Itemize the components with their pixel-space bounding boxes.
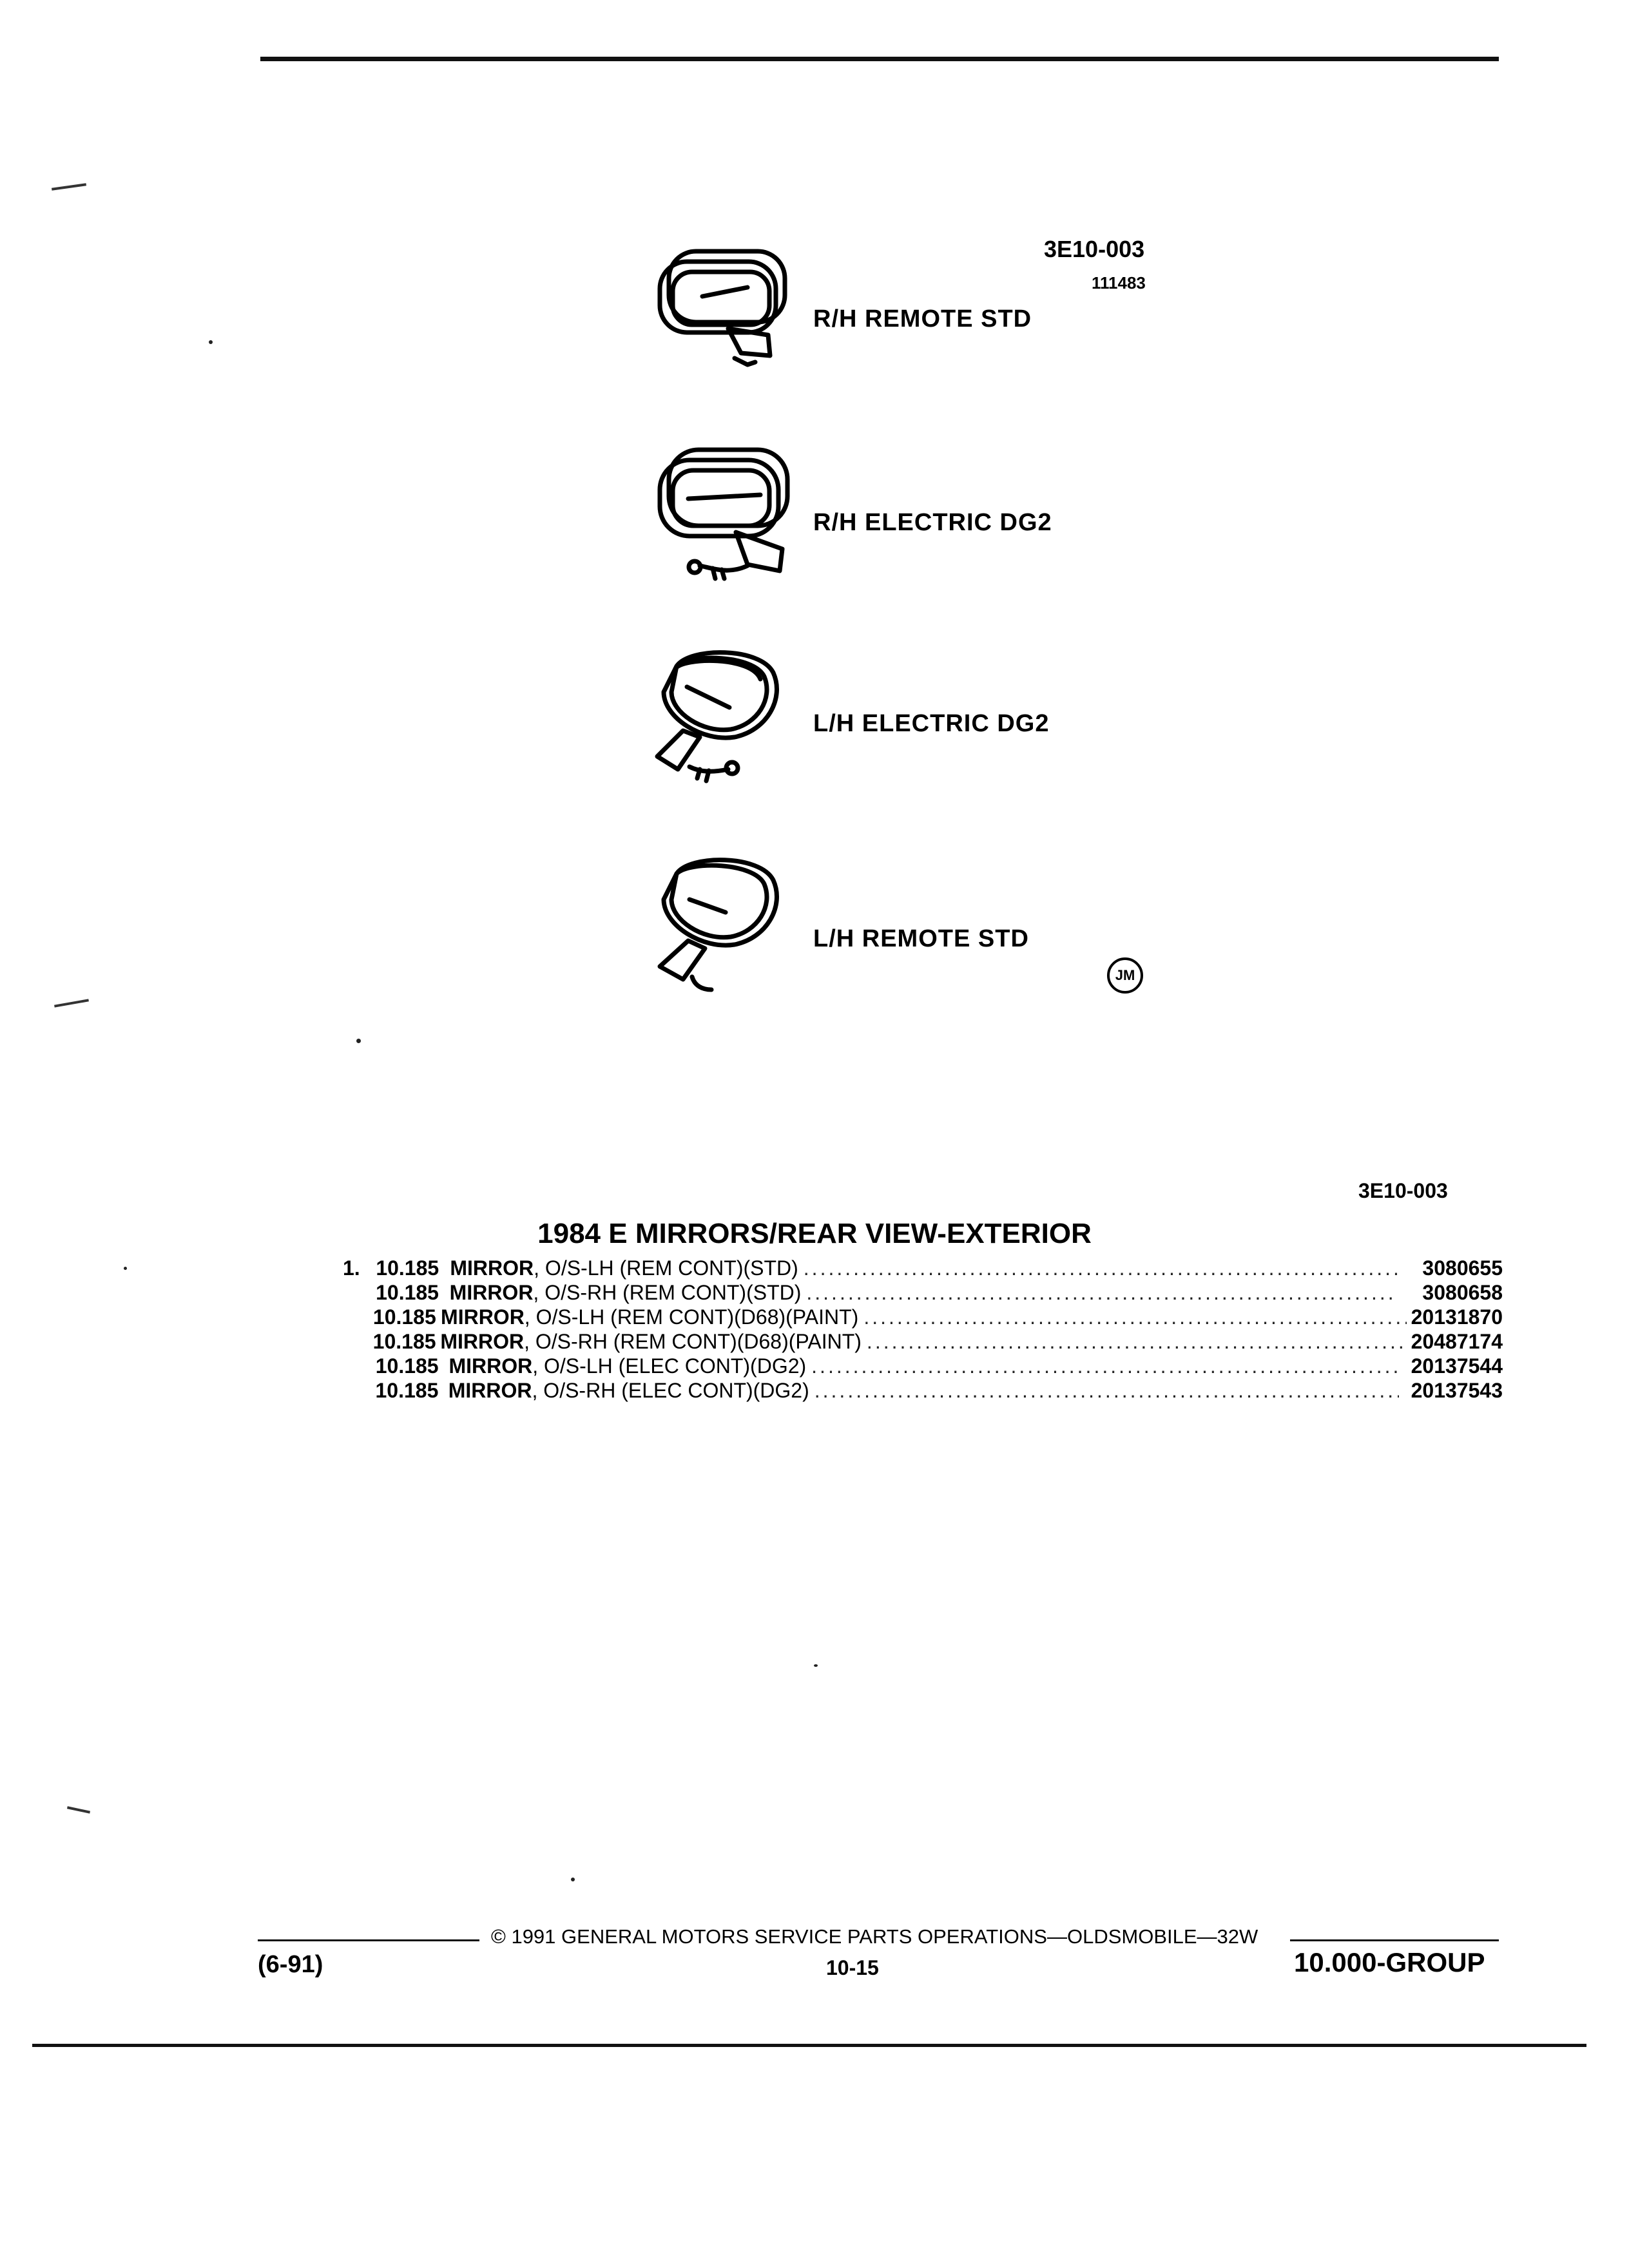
row-part-number: 20137543 xyxy=(1411,1379,1503,1402)
parts-row: 10.185 MIRROR , O/S-LH (ELEC CONT)(DG2) … xyxy=(343,1354,1503,1379)
scan-mark xyxy=(66,1806,91,1814)
row-description: , O/S-RH (REM CONT)(D68)(PAINT) xyxy=(524,1330,862,1353)
row-name: MIRROR xyxy=(449,1281,534,1304)
row-leader: ........................................… xyxy=(803,1256,1398,1280)
row-leader: ........................................… xyxy=(863,1305,1407,1329)
row-description: , O/S-LH (REM CONT)(D68)(PAINT) xyxy=(524,1305,859,1329)
mirror-label: L/H ELECTRIC DG2 xyxy=(813,710,1050,737)
top-rule xyxy=(260,57,1499,61)
parts-list: 1. 10.185 MIRROR , O/S-LH (REM CONT)(STD… xyxy=(343,1256,1503,1403)
row-leader: ........................................… xyxy=(811,1354,1398,1378)
row-group: 10.185 xyxy=(375,1379,439,1402)
row-name: MIRROR xyxy=(450,1256,534,1280)
parts-row: 10.185 MIRROR , O/S-LH (REM CONT)(D68)(P… xyxy=(343,1305,1503,1330)
row-part-number: 20137544 xyxy=(1411,1354,1503,1378)
row-name: MIRROR xyxy=(441,1305,525,1329)
parts-row: 10.185 MIRROR , O/S-RH (REM CONT)(STD) .… xyxy=(343,1281,1503,1305)
row-leader: ........................................… xyxy=(806,1281,1398,1304)
row-part-number: 20487174 xyxy=(1411,1330,1503,1353)
scan-mark xyxy=(51,183,87,191)
scan-speck xyxy=(209,340,213,344)
figure-date-code: 111483 xyxy=(1092,273,1146,293)
row-group: 10.185 xyxy=(372,1305,436,1329)
parts-title: 1984 E MIRRORS/REAR VIEW-EXTERIOR xyxy=(537,1218,1092,1249)
right-remote-mirror-icon xyxy=(657,249,787,367)
row-description: , O/S-LH (REM CONT)(STD) xyxy=(534,1256,798,1280)
footer-page-number: 10-15 xyxy=(826,1956,879,1979)
row-leader: ........................................… xyxy=(866,1330,1407,1353)
footer-group: 10.000-GROUP xyxy=(1294,1947,1485,1977)
figure-code: 3E10-003 xyxy=(1044,236,1145,262)
row-group: 10.185 xyxy=(375,1354,439,1378)
row-description: , O/S-RH (ELEC CONT)(DG2) xyxy=(532,1379,809,1402)
row-name: MIRROR xyxy=(448,1354,533,1378)
parts-row: 1. 10.185 MIRROR , O/S-LH (REM CONT)(STD… xyxy=(343,1256,1503,1281)
footer-rule-right xyxy=(1290,1939,1499,1941)
row-part-number: 3080658 xyxy=(1422,1281,1503,1304)
row-group: 10.185 xyxy=(376,1281,439,1304)
mirror-label: R/H REMOTE STD xyxy=(813,305,1032,332)
footer-copyright: © 1991 GENERAL MOTORS SERVICE PARTS OPER… xyxy=(491,1925,1258,1948)
mirror-label: R/H ELECTRIC DG2 xyxy=(813,509,1052,536)
row-leader: ........................................… xyxy=(814,1379,1400,1402)
parts-row: 10.185 MIRROR , O/S-RH (ELEC CONT)(DG2) … xyxy=(343,1379,1503,1403)
row-name: MIRROR xyxy=(448,1379,532,1402)
footer-date: (6-91) xyxy=(258,1951,323,1978)
row-name: MIRROR xyxy=(440,1330,525,1353)
parts-ref-code: 3E10-003 xyxy=(1358,1179,1448,1202)
bottom-rule xyxy=(32,2044,1586,2047)
row-description: , O/S-LH (ELEC CONT)(DG2) xyxy=(532,1354,807,1378)
left-remote-mirror-icon xyxy=(657,858,779,992)
footer-rule-left xyxy=(258,1939,479,1941)
scan-mark xyxy=(54,999,89,1008)
row-part-number: 20131870 xyxy=(1411,1305,1503,1329)
scan-speck xyxy=(124,1267,127,1270)
scan-speck xyxy=(814,1664,818,1667)
parts-row: 10.185 MIRROR , O/S-RH (REM CONT)(D68)(P… xyxy=(343,1330,1503,1354)
row-part-number: 3080655 xyxy=(1422,1256,1503,1280)
mirror-label: L/H REMOTE STD xyxy=(813,925,1029,952)
scan-speck xyxy=(356,1039,361,1043)
scan-speck xyxy=(571,1878,575,1881)
row-description: , O/S-RH (REM CONT)(STD) xyxy=(533,1281,802,1304)
jm-badge: JM xyxy=(1107,957,1143,994)
left-electric-mirror-icon xyxy=(655,650,779,783)
right-electric-mirror-icon xyxy=(657,447,790,581)
row-group: 10.185 xyxy=(376,1256,439,1280)
row-index: 1. xyxy=(343,1256,360,1280)
row-group: 10.185 xyxy=(372,1330,436,1353)
